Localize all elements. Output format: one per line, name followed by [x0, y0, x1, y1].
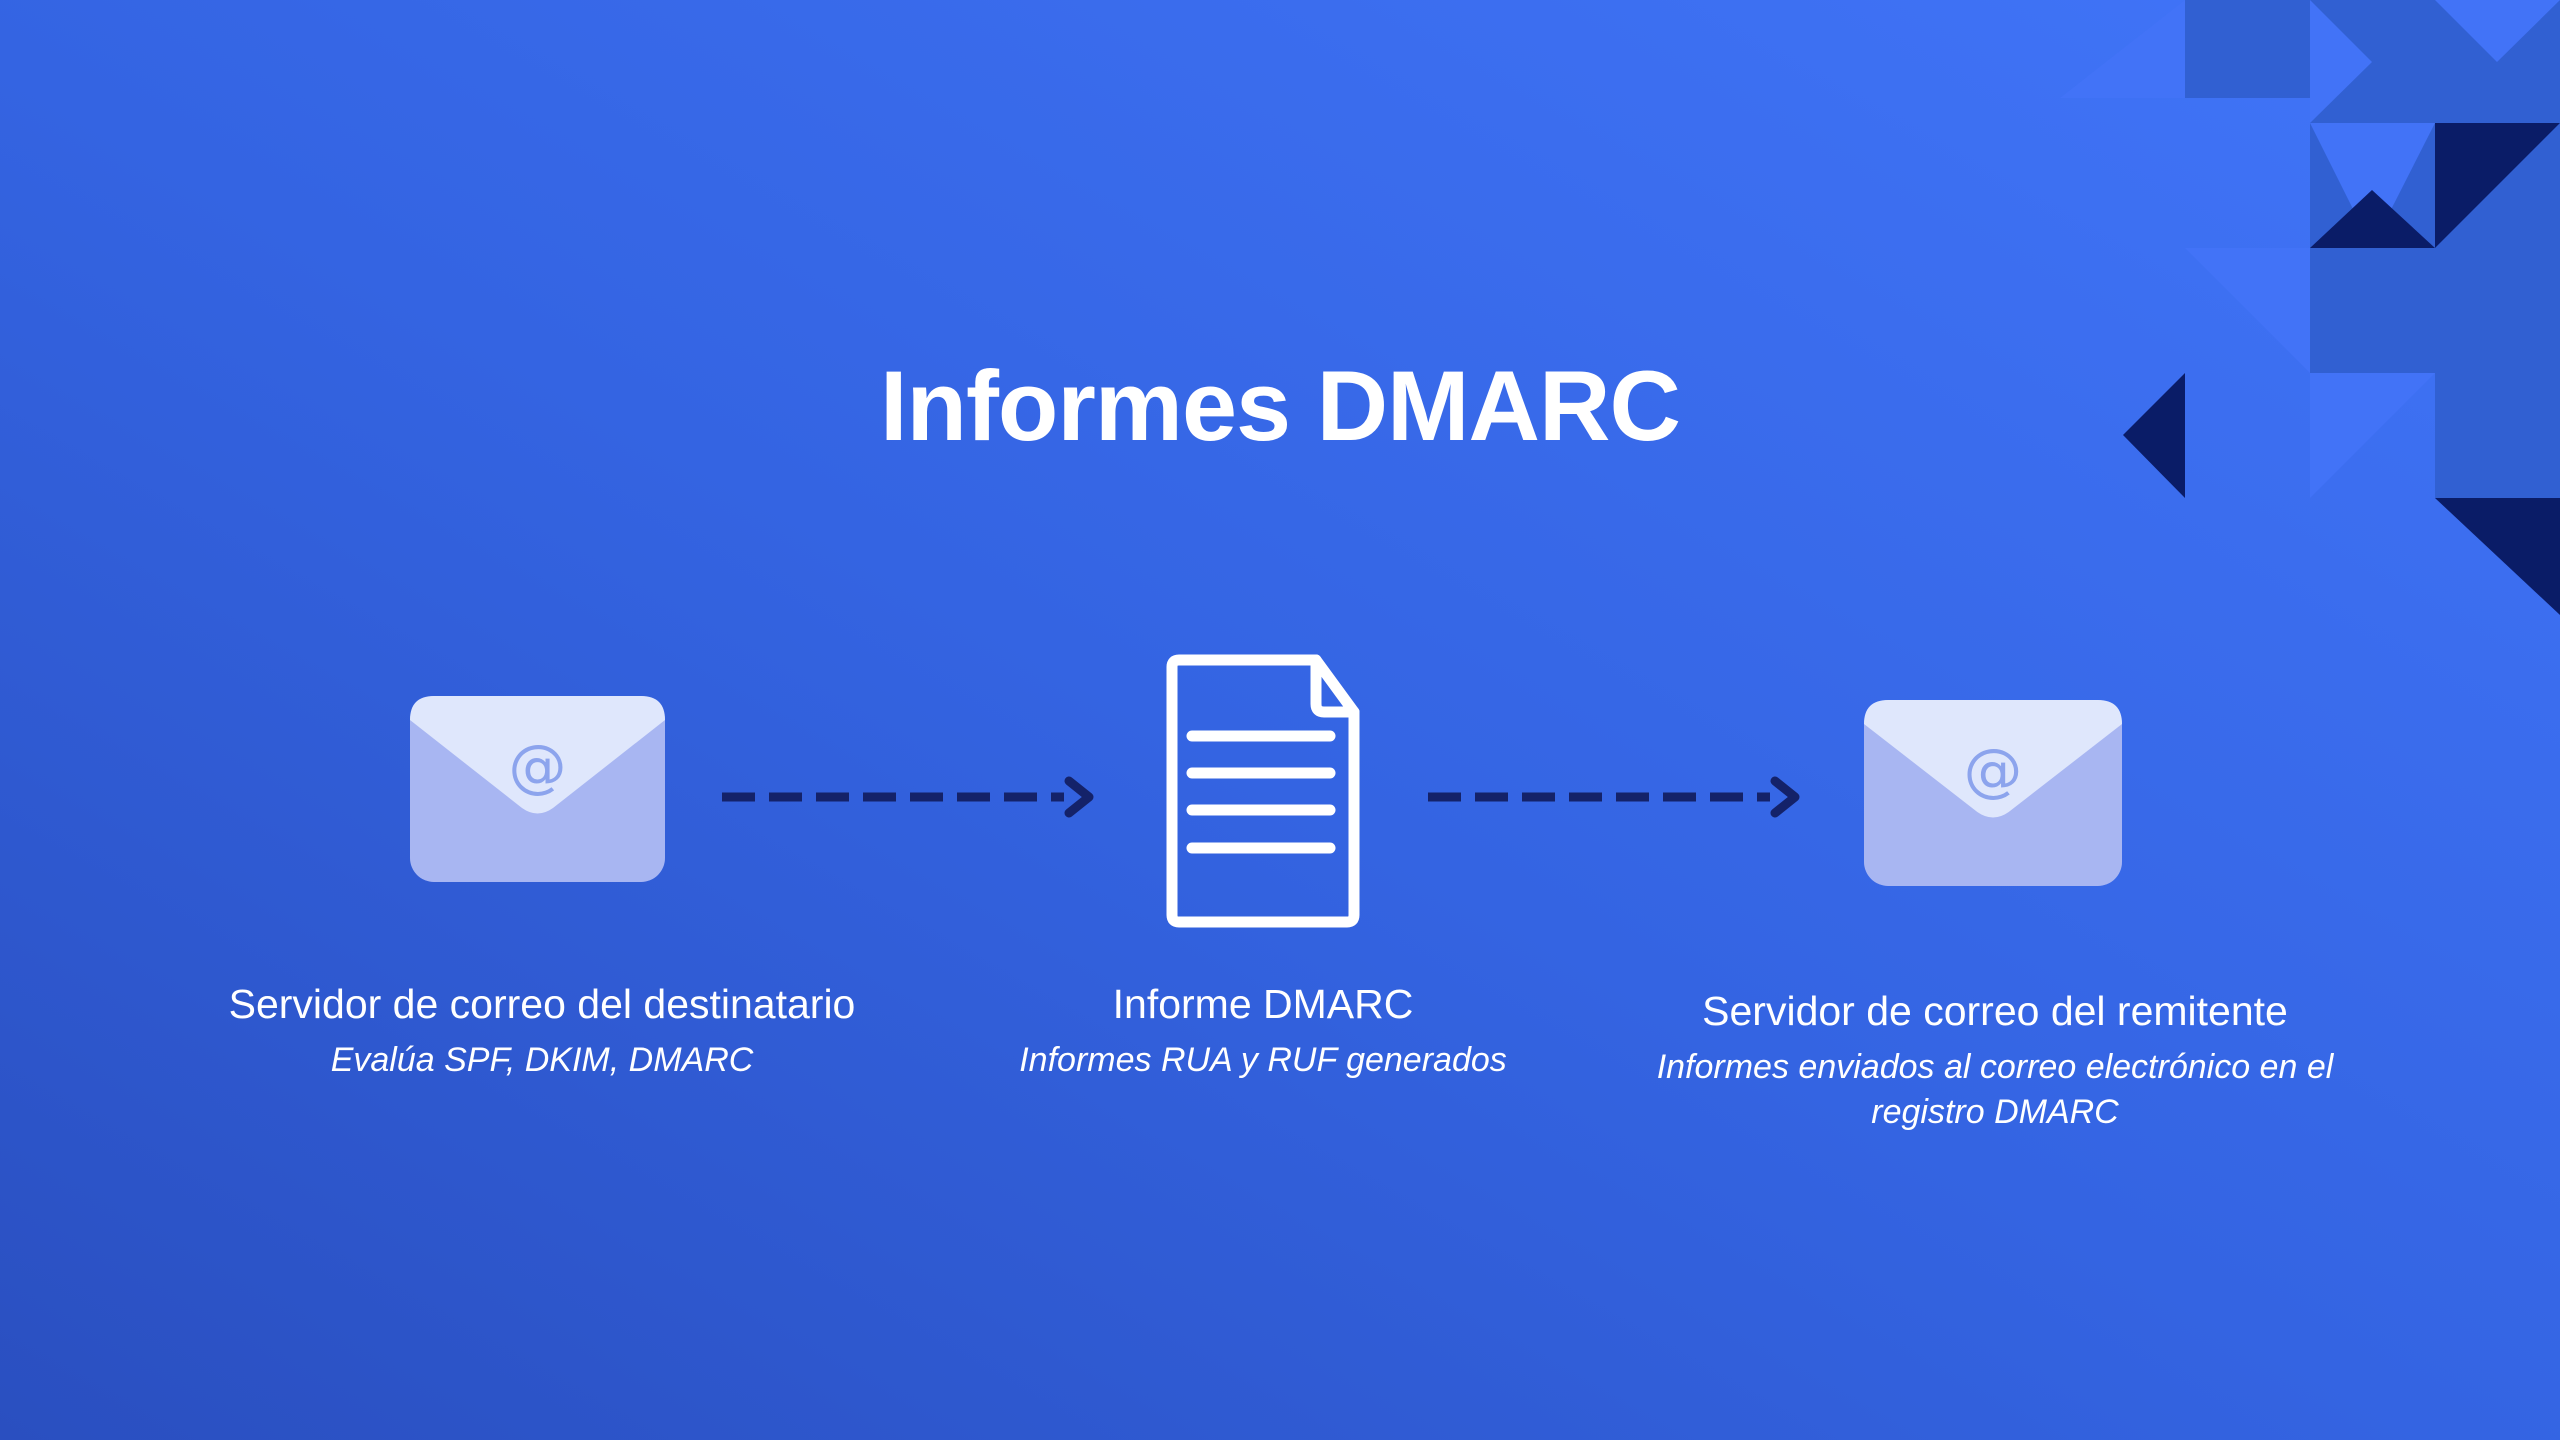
- at-icon: @: [1964, 736, 2023, 804]
- arrow-head: [1770, 776, 1800, 818]
- mosaic-triangle: [2435, 498, 2560, 615]
- page-title: Informes DMARC: [879, 350, 1681, 461]
- mosaic-triangle: [2310, 0, 2372, 123]
- mosaic-triangle: [2435, 373, 2560, 498]
- recipient-server-subtitle: Evalúa SPF, DKIM, DMARC: [330, 1041, 754, 1080]
- mosaic-triangle: [2435, 0, 2560, 62]
- dmarc-report-document-icon: [1150, 652, 1370, 930]
- recipient-server-caption: Servidor de correo del destinatario Eval…: [182, 980, 902, 1083]
- mosaic-triangle: [2310, 123, 2435, 247]
- at-icon: @: [509, 732, 567, 800]
- mosaic-triangle: [2435, 248, 2560, 373]
- mosaic-triangle: [2185, 0, 2310, 98]
- mosaic-triangle: [2185, 248, 2310, 373]
- triangle-mosaic-decoration: [2060, 0, 2560, 615]
- sender-envelope-icon: @: [1864, 700, 2122, 886]
- sender-server-caption: Servidor de correo del remitente Informe…: [1625, 987, 2365, 1135]
- mosaic-triangle: [2435, 123, 2560, 248]
- envelope-flap: [410, 696, 665, 814]
- mosaic-triangle: [2310, 373, 2435, 498]
- sender-server-heading: Servidor de correo del remitente: [1702, 988, 2288, 1034]
- dmarc-report-caption: Informe DMARC Informes RUA y RUF generad…: [963, 980, 1563, 1083]
- mosaic-triangle: [2060, 0, 2185, 98]
- mosaic-triangle: [2310, 190, 2435, 248]
- envelope-flap: [1864, 700, 2122, 818]
- dmarc-report-heading: Informe DMARC: [1112, 981, 1414, 1027]
- dashed-arrow-icon: [722, 776, 1094, 818]
- mosaic-triangle: [2123, 373, 2185, 498]
- sender-server-subtitle: Informes enviados al correo electrónico …: [1656, 1048, 2334, 1132]
- recipient-server-heading: Servidor de correo del destinatario: [228, 981, 856, 1027]
- document-fold: [1310, 654, 1360, 718]
- dmarc-report-subtitle: Informes RUA y RUF generados: [1019, 1041, 1507, 1080]
- document-outline: [1166, 654, 1360, 928]
- mosaic-triangle: [2310, 248, 2435, 373]
- recipient-envelope-icon: @: [410, 696, 665, 882]
- dashed-arrow-icon: [1428, 776, 1800, 818]
- arrow-head: [1064, 776, 1094, 818]
